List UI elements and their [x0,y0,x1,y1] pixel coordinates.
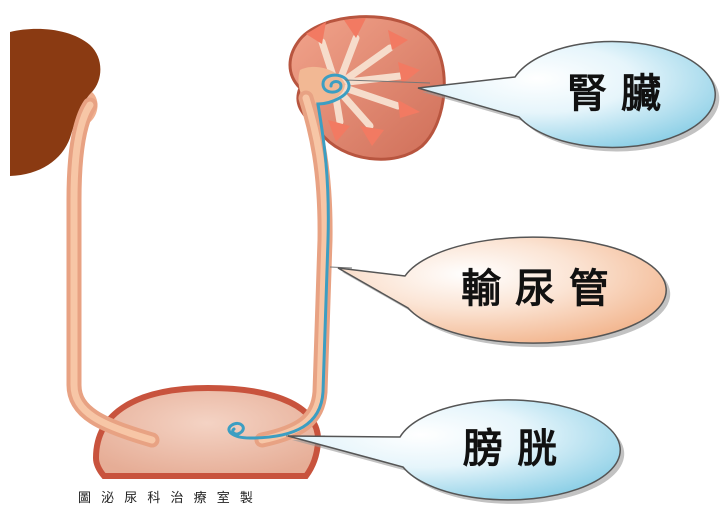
calyx [344,72,404,86]
kidney-label: 腎 臟 [567,70,661,117]
right-ureter-highlight [258,94,329,444]
renal-pyramids [306,18,420,146]
kidney-leader-line [344,79,431,84]
renal-pyramid [344,18,366,38]
calyx [341,44,394,84]
calyx [341,84,402,110]
ureter-callout: 輸 尿 管 [337,236,671,348]
calyx [336,34,360,84]
urine-flow-line [227,73,351,440]
renal-pyramid [398,62,420,84]
ureter-label: 輸 尿 管 [461,265,609,312]
left-ureter-tube [66,97,160,448]
left-ureter-highlight [70,101,156,444]
left-kidney [10,28,101,176]
ureter-leader-line [329,266,353,269]
kidney-callout-bubble [417,40,716,149]
ureter-callout-bubble [337,236,667,344]
renal-pyramid [398,100,420,118]
kidney-callout: 腎 臟 [417,40,720,152]
bladder-label: 膀 胱 [463,425,557,472]
calyx [336,88,374,130]
renal-pyramid [388,30,408,50]
left-ureter [66,97,160,448]
renal-pyramid [328,120,350,142]
right-ureter [254,90,333,448]
renal-pyramid [306,22,326,44]
bladder-callout-bubble [287,399,621,501]
credit-text: 圖 泌 尿 科 治 療 室 製 [78,490,256,506]
renal-pyramid [360,126,384,146]
bladder-callout: 膀 胱 [287,399,625,504]
